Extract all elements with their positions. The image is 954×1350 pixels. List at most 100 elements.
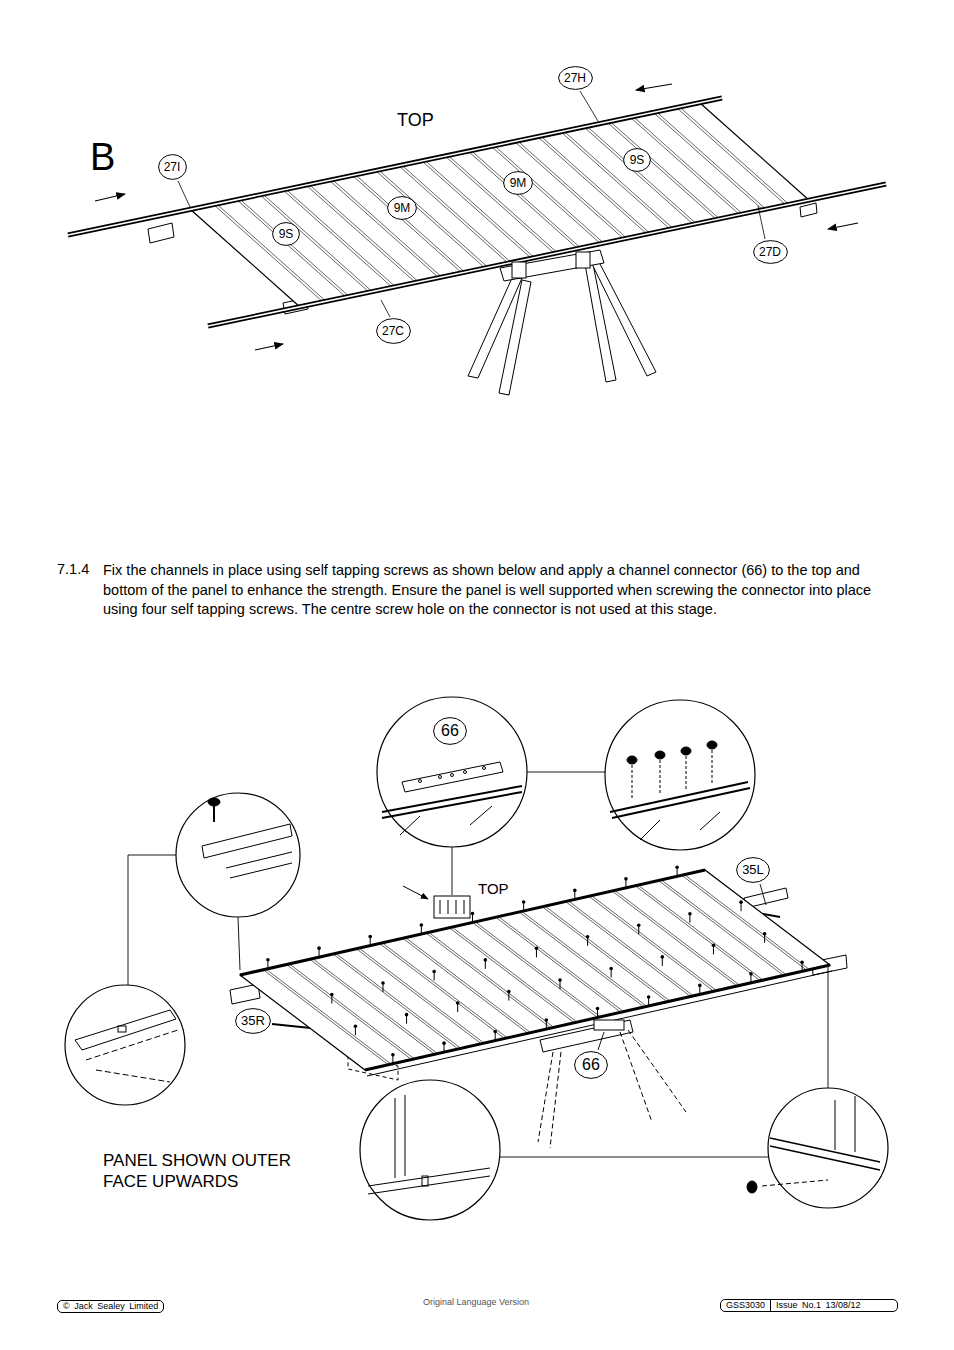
screw xyxy=(661,955,665,966)
screw xyxy=(442,1041,446,1045)
panel-rib xyxy=(214,205,322,301)
screw xyxy=(661,955,665,959)
panel-rib xyxy=(407,939,529,1032)
screw xyxy=(558,978,562,989)
inset-detail xyxy=(483,767,486,770)
screw xyxy=(266,958,270,962)
screw xyxy=(484,958,488,962)
panel-rib xyxy=(523,912,646,1005)
inset-detail xyxy=(451,774,454,777)
panel-rib xyxy=(516,143,624,239)
inset-detail xyxy=(835,1096,855,1152)
callout-leader xyxy=(580,91,598,121)
direction-arrow xyxy=(255,344,283,350)
detail-leader xyxy=(828,967,829,1088)
panel-rib xyxy=(333,180,441,276)
screw xyxy=(763,932,767,943)
trestle xyxy=(538,1052,561,1148)
panel-rib xyxy=(613,892,736,985)
screw xyxy=(420,923,424,927)
trestle xyxy=(538,1020,686,1148)
screw xyxy=(688,912,692,916)
trestle xyxy=(620,1030,686,1122)
panel-rib xyxy=(427,934,550,1027)
screw xyxy=(420,923,424,934)
callout-outline xyxy=(376,319,410,344)
direction-arrow xyxy=(95,84,858,350)
screw xyxy=(624,877,628,888)
callout-number: 35L xyxy=(736,857,770,883)
inset-detail xyxy=(202,824,292,858)
connector-marker xyxy=(434,896,470,918)
screw xyxy=(624,877,628,881)
channel xyxy=(208,184,886,326)
callout-outline xyxy=(504,172,533,195)
screw xyxy=(800,961,804,972)
screw xyxy=(507,990,511,994)
callout-text: 9S xyxy=(272,222,300,246)
screw xyxy=(573,889,577,900)
footer-text: GSS3030 xyxy=(721,1300,770,1311)
panel-rib xyxy=(472,152,580,248)
screw xyxy=(609,967,613,971)
footer-text: Issue No.1 13/08/12 xyxy=(770,1300,897,1311)
inset-detail xyxy=(762,1180,828,1186)
screw xyxy=(432,970,436,981)
callout-text: 66 xyxy=(433,717,467,745)
panel-rib xyxy=(565,132,673,228)
detail-inset xyxy=(65,697,888,1220)
footer-box: © Jack Sealey Limited xyxy=(57,1300,164,1313)
screw xyxy=(586,935,590,946)
inset-detail xyxy=(402,762,503,792)
callout-text: 35L xyxy=(736,857,770,883)
inset-detail xyxy=(770,1138,880,1170)
panel-rib xyxy=(261,196,369,292)
panel-rib xyxy=(334,955,457,1048)
screw xyxy=(368,935,372,939)
callout-number: 9S xyxy=(623,148,651,172)
panel-rib xyxy=(635,118,743,214)
callout-leader xyxy=(178,91,765,317)
screw xyxy=(558,978,562,982)
panel-rib xyxy=(608,123,716,219)
panel-rib xyxy=(469,152,577,248)
direction-arrow xyxy=(95,194,125,201)
trestle xyxy=(512,262,526,278)
panel-rib xyxy=(288,965,411,1058)
footer-text: © Jack Sealey Limited xyxy=(58,1301,163,1312)
panel-rib xyxy=(500,918,622,1011)
orientation-label: TOP xyxy=(478,880,509,897)
panel-rib xyxy=(686,876,809,969)
screw xyxy=(739,900,743,904)
panel-rib xyxy=(241,200,349,296)
callout-outline xyxy=(434,718,467,745)
inset-detail xyxy=(627,756,637,764)
panel-rib xyxy=(593,897,716,990)
screw xyxy=(317,946,321,957)
callout-outline xyxy=(388,197,417,220)
panel-rib xyxy=(474,923,597,1016)
trestle xyxy=(591,262,656,376)
callout-number: 27C xyxy=(376,318,411,344)
screw xyxy=(647,995,651,999)
screw xyxy=(456,1001,460,1012)
callout-number: 27H xyxy=(558,66,593,90)
inset-detail xyxy=(747,1181,757,1193)
callout-text: 27I xyxy=(158,154,187,180)
panel-rib xyxy=(492,147,600,243)
callout-outline xyxy=(558,67,592,90)
screw xyxy=(545,1018,549,1022)
screw xyxy=(675,866,679,877)
panel-rib xyxy=(217,205,325,301)
inset-detail xyxy=(226,852,292,878)
detail-leader xyxy=(238,917,240,970)
callout-number: 9M xyxy=(503,171,533,195)
callout-outline xyxy=(273,223,300,246)
inset-detail xyxy=(208,798,220,806)
panel-rib xyxy=(287,190,395,286)
screw xyxy=(317,946,321,950)
panel-rib xyxy=(658,113,766,209)
callout-outline xyxy=(624,149,651,172)
screw xyxy=(698,984,702,988)
